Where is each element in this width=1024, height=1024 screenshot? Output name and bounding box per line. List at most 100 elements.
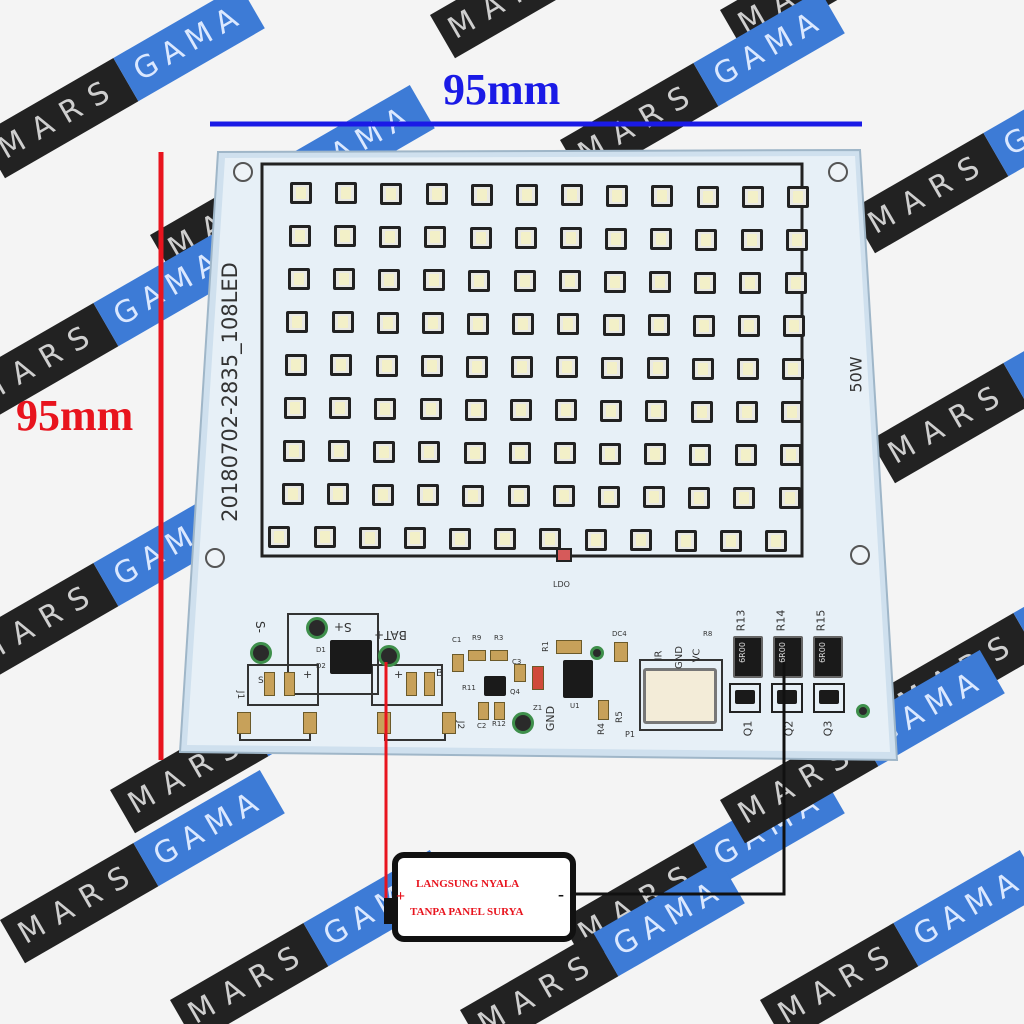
battery-text-line1: LANGSUNG NYALA bbox=[416, 878, 520, 890]
smd-led bbox=[470, 227, 492, 249]
smd-led bbox=[737, 358, 759, 380]
via-test bbox=[590, 646, 604, 660]
smd-led bbox=[559, 270, 581, 292]
smd-led bbox=[376, 355, 398, 377]
smd-led bbox=[515, 227, 537, 249]
smd-led bbox=[601, 357, 623, 379]
r9-label: R9 bbox=[472, 634, 482, 642]
smd-led bbox=[606, 185, 628, 207]
smd-led bbox=[736, 401, 758, 423]
smd-led bbox=[514, 270, 536, 292]
d1-label: D1 bbox=[316, 646, 326, 654]
dc4-label: DC4 bbox=[612, 630, 627, 638]
smd-led bbox=[605, 228, 627, 250]
smd-led bbox=[741, 229, 763, 251]
smd-led bbox=[695, 229, 717, 251]
smd-part bbox=[532, 666, 544, 690]
smd-led bbox=[630, 529, 652, 551]
smd-led bbox=[599, 443, 621, 465]
smd-led bbox=[328, 440, 350, 462]
pad-s-label: S bbox=[258, 676, 264, 686]
z1-label: Z1 bbox=[533, 704, 543, 712]
diode-package bbox=[330, 640, 372, 674]
smd-led bbox=[603, 314, 625, 336]
smd-part bbox=[490, 650, 508, 661]
smd-led bbox=[512, 313, 534, 335]
smd-led bbox=[335, 182, 357, 204]
smd-led bbox=[688, 487, 710, 509]
smd-led bbox=[471, 184, 493, 206]
smd-led bbox=[644, 443, 666, 465]
smd-led bbox=[693, 315, 715, 337]
smd-led bbox=[782, 358, 804, 380]
width-label: 95mm bbox=[443, 65, 561, 114]
via-bat-plus bbox=[378, 645, 400, 667]
smd-led bbox=[739, 272, 761, 294]
smd-part bbox=[494, 702, 505, 720]
c3-label: C3 bbox=[512, 658, 522, 666]
solder-pad bbox=[442, 712, 456, 734]
smd-led bbox=[268, 526, 290, 548]
smd-part bbox=[478, 702, 489, 720]
smd-led bbox=[720, 530, 742, 552]
smd-led bbox=[742, 186, 764, 208]
smd-led bbox=[421, 355, 443, 377]
battery-terminal bbox=[384, 898, 394, 924]
smd-led bbox=[327, 483, 349, 505]
smd-led bbox=[373, 441, 395, 463]
c2-label: C2 bbox=[477, 722, 487, 730]
smd-led bbox=[377, 312, 399, 334]
smd-led bbox=[779, 487, 801, 509]
smd-led bbox=[554, 442, 576, 464]
smd-led bbox=[330, 354, 352, 376]
r3-label: R3 bbox=[494, 634, 504, 642]
transistor-q2 bbox=[777, 690, 797, 704]
smd-part bbox=[556, 640, 582, 654]
smd-led bbox=[494, 528, 516, 550]
smd-led bbox=[420, 398, 442, 420]
smd-led bbox=[418, 441, 440, 463]
smd-led bbox=[466, 356, 488, 378]
u1-label: U1 bbox=[570, 702, 580, 710]
smd-led bbox=[553, 485, 575, 507]
smd-part bbox=[614, 642, 628, 662]
smd-part bbox=[598, 700, 609, 720]
smd-led bbox=[283, 440, 305, 462]
smd-led bbox=[539, 528, 561, 550]
smd-led bbox=[372, 484, 394, 506]
smd-part bbox=[452, 654, 464, 672]
smd-led bbox=[333, 268, 355, 290]
solder-pad bbox=[237, 712, 251, 734]
via-gnd bbox=[512, 712, 534, 734]
smd-led bbox=[781, 401, 803, 423]
p1-label: P1 bbox=[625, 730, 635, 739]
smd-led bbox=[380, 183, 402, 205]
smd-led bbox=[509, 442, 531, 464]
battery-box: + - LANGSUNG NYALA TANPA PANEL SURYA bbox=[392, 852, 576, 942]
pad-b-label: B bbox=[436, 668, 443, 679]
q4-label: Q4 bbox=[510, 688, 520, 696]
smd-led bbox=[516, 184, 538, 206]
smd-led bbox=[691, 401, 713, 423]
smd-led bbox=[557, 313, 579, 335]
smd-led bbox=[600, 400, 622, 422]
resistor-r14 bbox=[773, 636, 803, 678]
smd-led bbox=[314, 526, 336, 548]
smd-led bbox=[697, 186, 719, 208]
smd-led bbox=[289, 225, 311, 247]
smd-led bbox=[467, 313, 489, 335]
smd-part bbox=[468, 650, 486, 661]
status-led bbox=[556, 548, 572, 562]
smd-led bbox=[510, 399, 532, 421]
mounting-hole bbox=[205, 548, 225, 568]
smd-led bbox=[422, 312, 444, 334]
smd-led bbox=[426, 183, 448, 205]
pad bbox=[406, 672, 417, 696]
battery-text-line2: TANPA PANEL SURYA bbox=[410, 906, 524, 918]
smd-led bbox=[643, 486, 665, 508]
battery-plus-sign: + bbox=[396, 888, 406, 905]
